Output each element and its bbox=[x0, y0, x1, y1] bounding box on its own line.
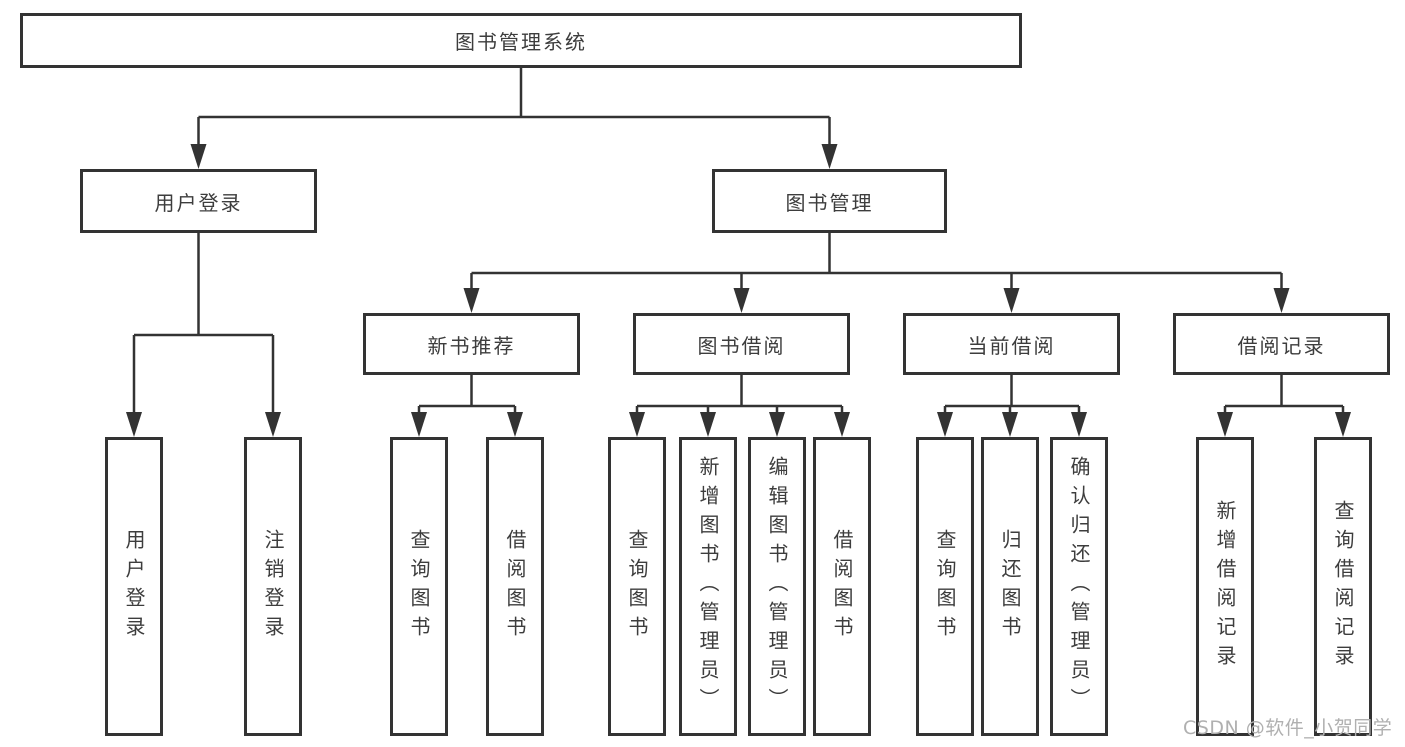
leaf-add-books-admin: 新增图书（管理员） bbox=[679, 437, 737, 736]
leaf-return-books: 归还图书 bbox=[981, 437, 1039, 736]
leaf-edit-books-admin: 编辑图书（管理员） bbox=[748, 437, 806, 736]
connector-borrow-split bbox=[629, 375, 850, 437]
leaf-add-borrow-record: 新增借阅记录 bbox=[1196, 437, 1254, 736]
node-current-borrow: 当前借阅 bbox=[903, 313, 1120, 375]
leaf-borrow-books-recommend: 借阅图书 bbox=[486, 437, 544, 736]
leaf-confirm-return-admin: 确认归还（管理员） bbox=[1050, 437, 1108, 736]
connector-current-split bbox=[937, 375, 1087, 437]
connector-root-split bbox=[190, 68, 838, 169]
node-new-book-recommend: 新书推荐 bbox=[363, 313, 580, 375]
csdn-watermark: CSDN @软件_小贺同学 bbox=[1183, 717, 1393, 739]
connector-login-split bbox=[126, 233, 281, 437]
node-library-system: 图书管理系统 bbox=[20, 13, 1022, 68]
leaf-query-borrow-record: 查询借阅记录 bbox=[1314, 437, 1372, 736]
connector-newbook-split bbox=[411, 375, 523, 437]
node-book-borrow: 图书借阅 bbox=[633, 313, 850, 375]
leaf-user-login: 用户登录 bbox=[105, 437, 163, 736]
connector-management-split bbox=[463, 232, 1290, 313]
leaf-query-books-recommend: 查询图书 bbox=[390, 437, 448, 736]
leaf-query-books-current: 查询图书 bbox=[916, 437, 974, 736]
connector-records-split bbox=[1217, 375, 1351, 437]
node-borrow-records: 借阅记录 bbox=[1173, 313, 1390, 375]
leaf-logout: 注销登录 bbox=[244, 437, 302, 736]
node-user-login: 用户登录 bbox=[80, 169, 317, 233]
node-book-management: 图书管理 bbox=[712, 169, 947, 233]
leaf-query-books-borrow: 查询图书 bbox=[608, 437, 666, 736]
leaf-borrow-books: 借阅图书 bbox=[813, 437, 871, 736]
